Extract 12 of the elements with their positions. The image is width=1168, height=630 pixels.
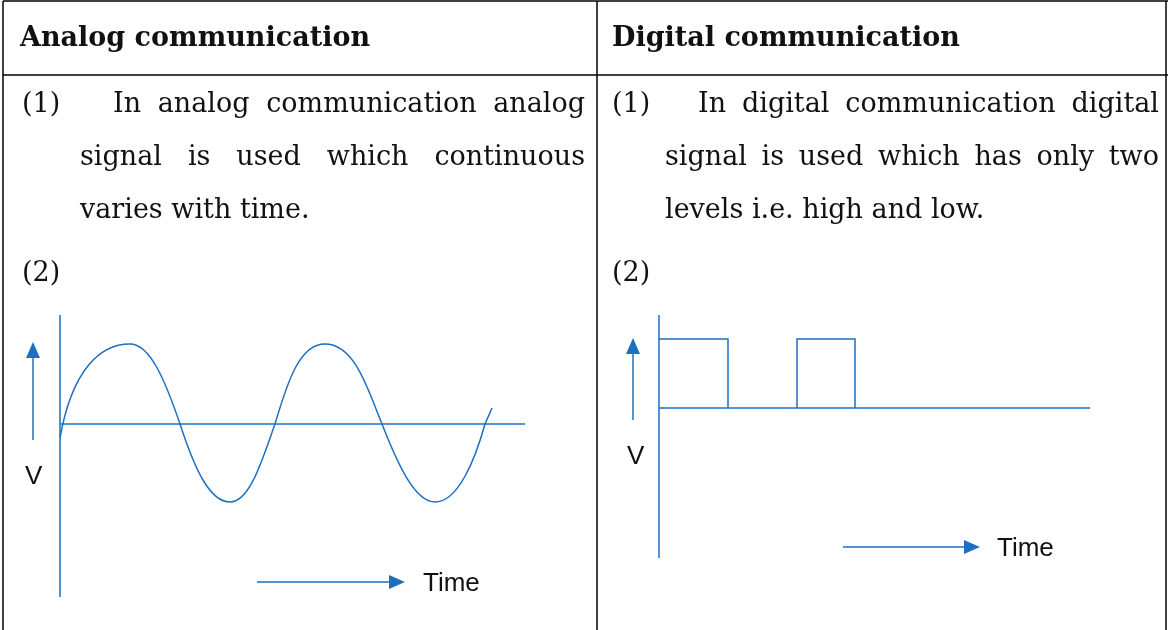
item-number: (2) — [22, 255, 61, 289]
axis-label: Time — [423, 567, 480, 597]
axis-label: V — [627, 440, 645, 470]
description-text: In analog communication analog signal is used which continuous varies with time. — [80, 86, 585, 226]
item-number: (1) — [612, 86, 651, 120]
description-text: In digital communication digital signal is used which has only two levels i.e. high and low. — [665, 86, 1159, 226]
axis-label: V — [25, 460, 43, 490]
item-number: (1) — [22, 86, 61, 120]
column-header: Analog communication — [20, 20, 371, 54]
axis-label: Time — [997, 532, 1054, 562]
column-header: Digital communication — [612, 20, 960, 54]
item-number: (2) — [612, 255, 651, 289]
